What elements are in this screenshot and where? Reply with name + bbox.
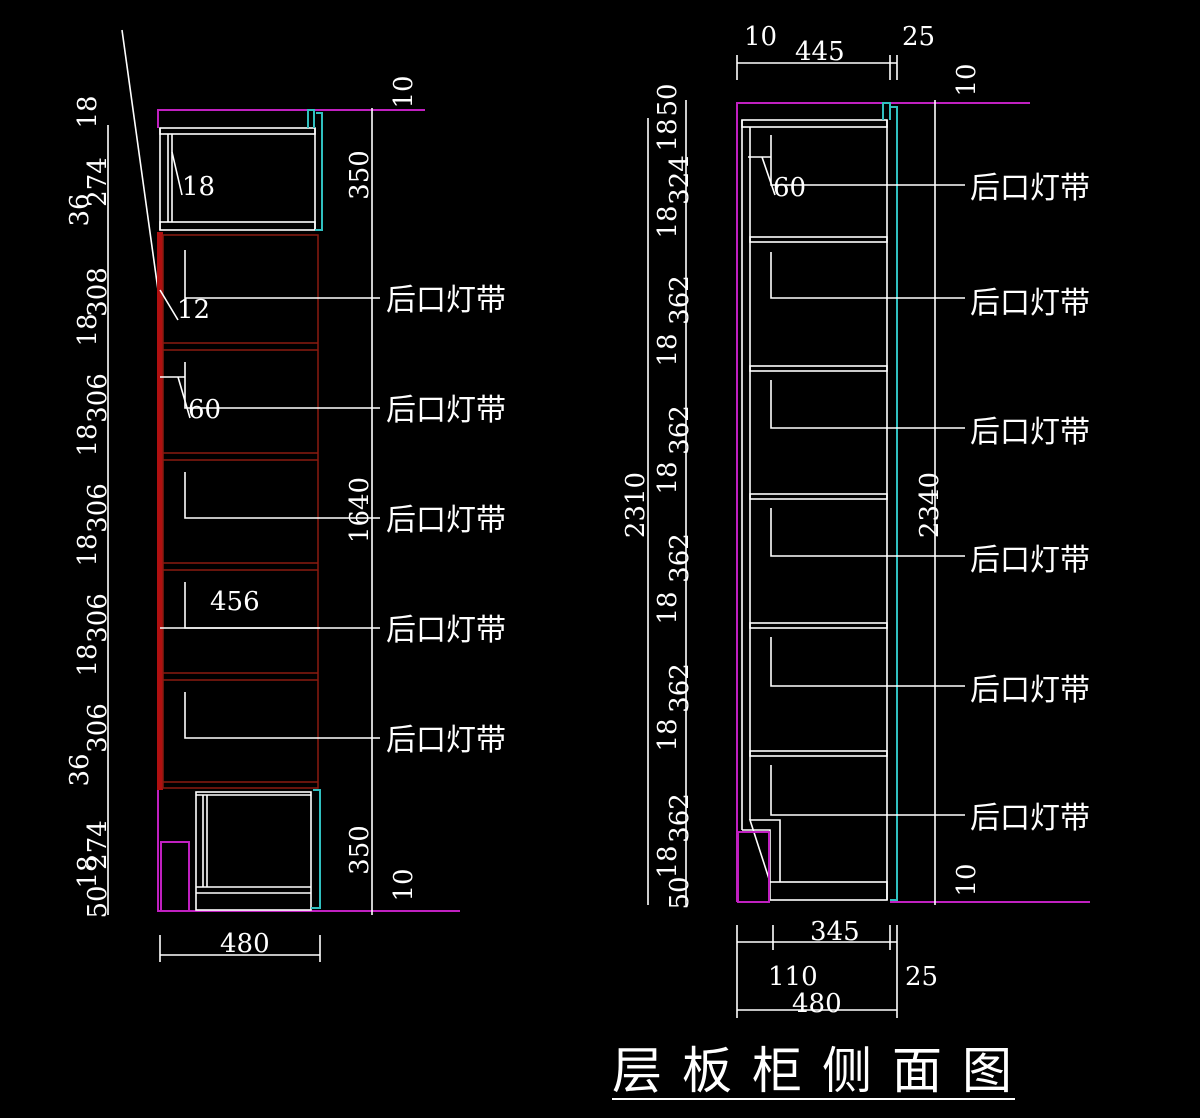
dimension-label: 50: [653, 83, 683, 116]
dimension-label: 10: [952, 63, 982, 96]
dimension-label: 456: [210, 587, 260, 617]
dimension-label: 306: [83, 703, 113, 753]
right-cabinet-elevation: [647, 55, 1090, 1018]
dimension-label: 480: [792, 989, 842, 1019]
dimension-label: 362: [665, 533, 695, 583]
dimension-label: 324: [665, 155, 695, 205]
dimension-label: 362: [665, 405, 695, 455]
dimension-label: 10: [952, 863, 982, 896]
dimension-label: 350: [345, 825, 375, 875]
dimension-label: 18: [653, 118, 683, 151]
left-cabinet-elevation: [107, 29, 460, 962]
dimension-label: 274: [83, 157, 113, 207]
dimension-label: 50: [83, 885, 113, 918]
dimension-label: 18: [182, 172, 215, 202]
dimension-label: 18: [653, 845, 683, 878]
dimension-label: 36: [65, 753, 95, 786]
dimension-label: 18: [653, 591, 683, 624]
dimension-label: 18: [73, 855, 103, 888]
leader-line: [121, 29, 159, 291]
dimension-label: 10: [389, 75, 419, 108]
dimension-label: 18: [73, 313, 103, 346]
dimension-label: 308: [83, 267, 113, 317]
led-strip-label: 后口灯带: [386, 503, 506, 538]
left-led-leaders: [159, 151, 380, 739]
led-strip-label: 后口灯带: [970, 286, 1090, 321]
led-strip-label: 后口灯带: [970, 673, 1090, 708]
back-panel: [157, 232, 163, 790]
dimension-label: 18: [653, 718, 683, 751]
dimension-label: 306: [83, 483, 113, 533]
led-strip-label: 后口灯带: [970, 543, 1090, 578]
dimension-label: 362: [665, 793, 695, 843]
top-reference-line: [157, 109, 425, 128]
dimension-label: 480: [220, 929, 270, 959]
dimension-label: 362: [665, 275, 695, 325]
led-strip-label: 后口灯带: [970, 801, 1090, 836]
led-strip-label: 后口灯带: [386, 283, 506, 318]
dimension-label: 10: [744, 22, 777, 52]
dimension-label: 18: [653, 333, 683, 366]
dimension-label: 18: [653, 461, 683, 494]
dimension-label: 2310: [621, 472, 651, 538]
hatched-plinth: [737, 831, 770, 903]
dimension-label: 306: [83, 373, 113, 423]
led-strip-label: 后口灯带: [970, 415, 1090, 450]
dimension-label: 2340: [915, 472, 945, 538]
dimension-label: 362: [665, 663, 695, 713]
dimension-label: 350: [345, 150, 375, 200]
dimension-label: 110: [768, 962, 818, 992]
dimension-label: 25: [902, 22, 935, 52]
led-strip-label: 后口灯带: [970, 171, 1090, 206]
dimension-label: 60: [773, 173, 806, 203]
dimension-label: 18: [73, 533, 103, 566]
dimension-label: 345: [810, 917, 860, 947]
right-led-leaders: [748, 135, 965, 816]
led-strip-label: 后口灯带: [386, 723, 506, 758]
drawing-title: 层板柜侧面图: [612, 1042, 1012, 1100]
dimension-label: 36: [65, 193, 95, 226]
dimension-label: 274: [83, 820, 113, 870]
dimension-label: 18: [73, 95, 103, 128]
dimension-label: 1640: [345, 477, 375, 543]
bottom-reference-line: [157, 790, 460, 912]
led-strip-label: 后口灯带: [386, 393, 506, 428]
dimension-label: 12: [177, 295, 210, 325]
dimension-label: 10: [389, 868, 419, 901]
dimension-label: 18: [73, 423, 103, 456]
dimension-label: 50: [665, 876, 695, 909]
led-strip-label: 后口灯带: [386, 613, 506, 648]
dimension-label: 306: [83, 593, 113, 643]
dimension-label: 445: [795, 37, 845, 67]
dimension-label: 60: [188, 395, 221, 425]
hatched-plinth: [160, 841, 190, 912]
dimension-label: 25: [905, 962, 938, 992]
dimension-label: 18: [653, 205, 683, 238]
dimension-label: 18: [73, 643, 103, 676]
